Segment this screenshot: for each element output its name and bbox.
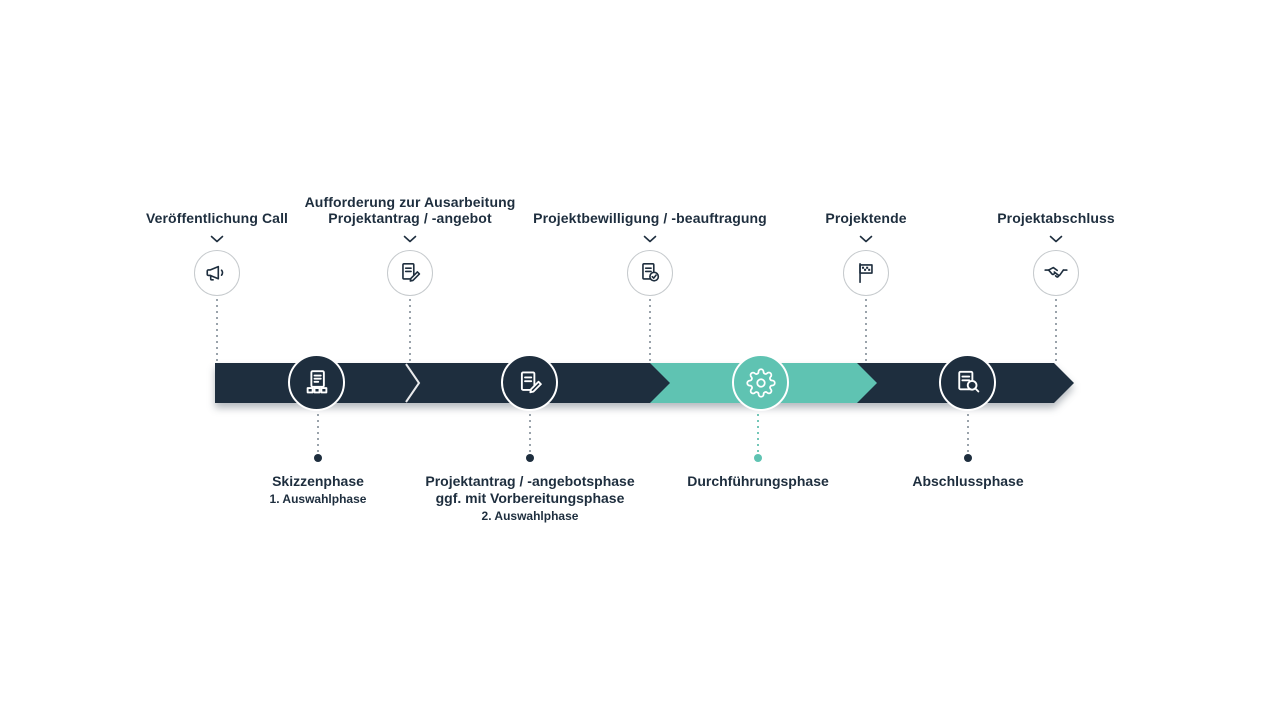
phase-label: Skizzenphase 1. Auswahlphase — [270, 473, 367, 508]
connector-dotted-line — [409, 299, 411, 363]
chevron-down-icon — [403, 235, 417, 243]
phase-label-line: Skizzenphase — [272, 473, 364, 489]
phase-label-line: ggf. mit Vorbereitungsphase — [435, 490, 625, 506]
document-pen-icon — [387, 250, 433, 296]
phase-dot — [314, 454, 322, 462]
phase-durchfuehrungsphase: Durchführungsphase — [598, 403, 918, 490]
milestone-veroeffentlichung-call: Veröffentlichung Call — [57, 185, 377, 363]
connector-dotted-line — [967, 408, 969, 452]
milestone-projektende: Projektende — [706, 185, 1026, 363]
phase-dot — [526, 454, 534, 462]
milestone-label: Veröffentlichung Call — [146, 210, 288, 226]
document-pen-icon — [501, 354, 558, 411]
milestone-label-line: Projektantrag / -angebot — [328, 210, 492, 226]
milestone-label-line: Aufforderung zur Ausarbeitung — [304, 194, 516, 210]
handshake-icon — [1033, 250, 1079, 296]
phase-projektantrag-angebotsphase: Projektantrag / -angebotsphase ggf. mit … — [370, 403, 690, 525]
milestone-label-line: Projektbewilligung / -beauftragung — [533, 210, 767, 226]
milestone-label-line: Projektabschluss — [997, 210, 1115, 226]
milestone-projektabschluss: Projektabschluss — [896, 185, 1216, 363]
band-separator-chevron-icon — [405, 363, 421, 403]
connector-dotted-line — [216, 299, 218, 363]
chevron-down-icon — [859, 235, 873, 243]
connector-dotted-line — [757, 408, 759, 452]
phase-label: Projektantrag / -angebotsphase ggf. mit … — [425, 473, 634, 525]
connector-dotted-line — [529, 408, 531, 452]
phase-dot — [754, 454, 762, 462]
phase-label-subline: 1. Auswahlphase — [269, 492, 367, 506]
milestone-label: Projektbewilligung / -beauftragung — [533, 210, 767, 226]
band-segment-start — [215, 363, 670, 403]
phase-label: Abschlussphase — [912, 473, 1023, 490]
milestone-label: Aufforderung zur Ausarbeitung Projektant… — [305, 194, 516, 226]
flag-icon — [843, 250, 889, 296]
document-search-icon — [939, 354, 996, 411]
phase-label: Durchführungsphase — [687, 473, 829, 490]
connector-dotted-line — [317, 408, 319, 452]
phase-label-subline: 2. Auswahlphase — [481, 509, 579, 523]
megaphone-icon — [194, 250, 240, 296]
documents-grid-icon — [288, 354, 345, 411]
milestone-label-line: Projektende — [825, 210, 907, 226]
phase-label-line: Abschlussphase — [912, 473, 1024, 489]
phase-abschlussphase: Abschlussphase — [808, 403, 1128, 490]
phase-skizzenphase: Skizzenphase 1. Auswahlphase — [158, 403, 478, 508]
gear-icon — [732, 354, 789, 411]
phase-dot — [964, 454, 972, 462]
connector-dotted-line — [649, 299, 651, 363]
milestone-label: Projektabschluss — [997, 210, 1115, 226]
milestone-projektbewilligung: Projektbewilligung / -beauftragung — [490, 185, 810, 363]
milestone-label: Projektende — [825, 210, 906, 226]
chevron-down-icon — [643, 235, 657, 243]
phase-label-line: Projektantrag / -angebotsphase — [425, 473, 635, 489]
chevron-down-icon — [1049, 235, 1063, 243]
connector-dotted-line — [865, 299, 867, 363]
milestone-label-line: Veröffentlichung Call — [145, 210, 289, 226]
connector-dotted-line — [1055, 299, 1057, 363]
phase-label-line: Durchführungsphase — [687, 473, 829, 489]
document-check-icon — [627, 250, 673, 296]
chevron-down-icon — [210, 235, 224, 243]
milestone-aufforderung-ausarbeitung: Aufforderung zur Ausarbeitung Projektant… — [250, 185, 570, 363]
